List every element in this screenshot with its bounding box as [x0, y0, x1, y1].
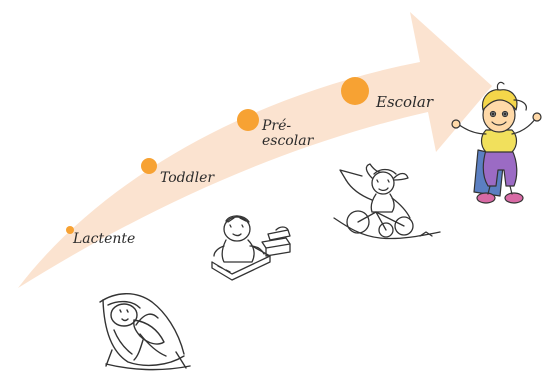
growth-arrow: [18, 12, 492, 288]
toddler-with-toys-icon: [211, 215, 291, 281]
stage-dot-toddler: [141, 158, 157, 174]
baby-in-bouncer-icon: [99, 293, 191, 371]
schoolchild-with-backpack-icon: [451, 81, 542, 204]
stage-label-preescolar: Pré- escolar: [262, 118, 314, 149]
stage-label-toddler: Toddler: [160, 170, 215, 186]
stage-label-escolar: Escolar: [376, 93, 433, 111]
stage-dot-lactente: [66, 226, 74, 234]
stage-label-lactente: Lactente: [73, 231, 136, 247]
stage-dot-escolar: [341, 77, 369, 105]
child-on-tricycle-icon: [333, 163, 441, 240]
stage-dot-preescolar: [237, 109, 259, 131]
stage-label-preescolar-line-2: escolar: [262, 133, 314, 149]
stage-label-preescolar-line-1: Pré-: [262, 118, 292, 134]
